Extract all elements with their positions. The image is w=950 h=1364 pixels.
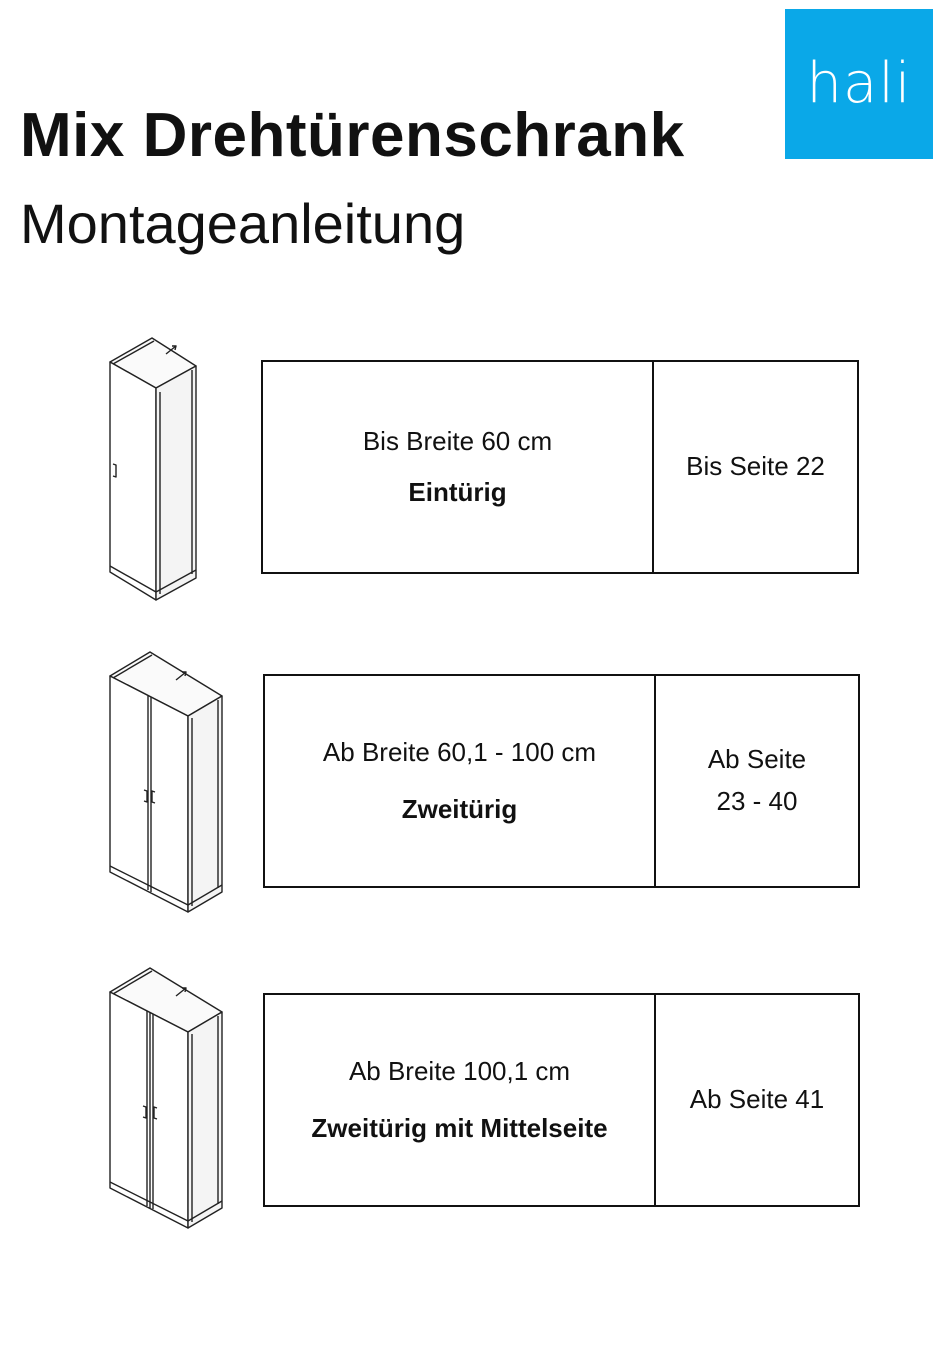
option-description: Ab Breite 100,1 cm Zweitürig mit Mittels… — [265, 995, 656, 1205]
option-description: Bis Breite 60 cm Eintürig — [263, 362, 654, 572]
page-subtitle: Montageanleitung — [20, 193, 465, 255]
option-card-double-door: Ab Breite 60,1 - 100 cm Zweitürig Ab Sei… — [263, 674, 860, 888]
logo-text: hali — [807, 56, 912, 112]
page-reference-line-1: Ab Seite — [708, 739, 806, 781]
page-reference-line-2: 23 - 40 — [717, 781, 798, 823]
width-range-text: Bis Breite 60 cm — [363, 426, 552, 457]
hali-logo: hali — [785, 9, 933, 159]
page-reference-line-1: Ab Seite 41 — [690, 1079, 824, 1121]
page-reference: Ab Seite 23 - 40 — [656, 676, 858, 886]
double-door-wardrobe-with-center-panel-icon — [104, 966, 228, 1236]
option-description: Ab Breite 60,1 - 100 cm Zweitürig — [265, 676, 656, 886]
door-type-text: Zweitürig — [402, 794, 518, 825]
door-type-text: Eintürig — [408, 477, 506, 508]
door-type-text: Zweitürig mit Mittelseite — [311, 1113, 607, 1144]
width-range-text: Ab Breite 60,1 - 100 cm — [323, 737, 596, 768]
page-title: Mix Drehtürenschrank — [20, 102, 685, 170]
page-reference: Bis Seite 22 — [654, 362, 857, 572]
page-reference: Ab Seite 41 — [656, 995, 858, 1205]
width-range-text: Ab Breite 100,1 cm — [349, 1056, 570, 1087]
option-card-single-door: Bis Breite 60 cm Eintürig Bis Seite 22 — [261, 360, 859, 574]
page-reference-line-1: Bis Seite 22 — [686, 446, 825, 488]
option-card-center-panel: Ab Breite 100,1 cm Zweitürig mit Mittels… — [263, 993, 860, 1207]
double-door-wardrobe-icon — [104, 650, 228, 920]
single-door-wardrobe-icon — [104, 336, 204, 606]
